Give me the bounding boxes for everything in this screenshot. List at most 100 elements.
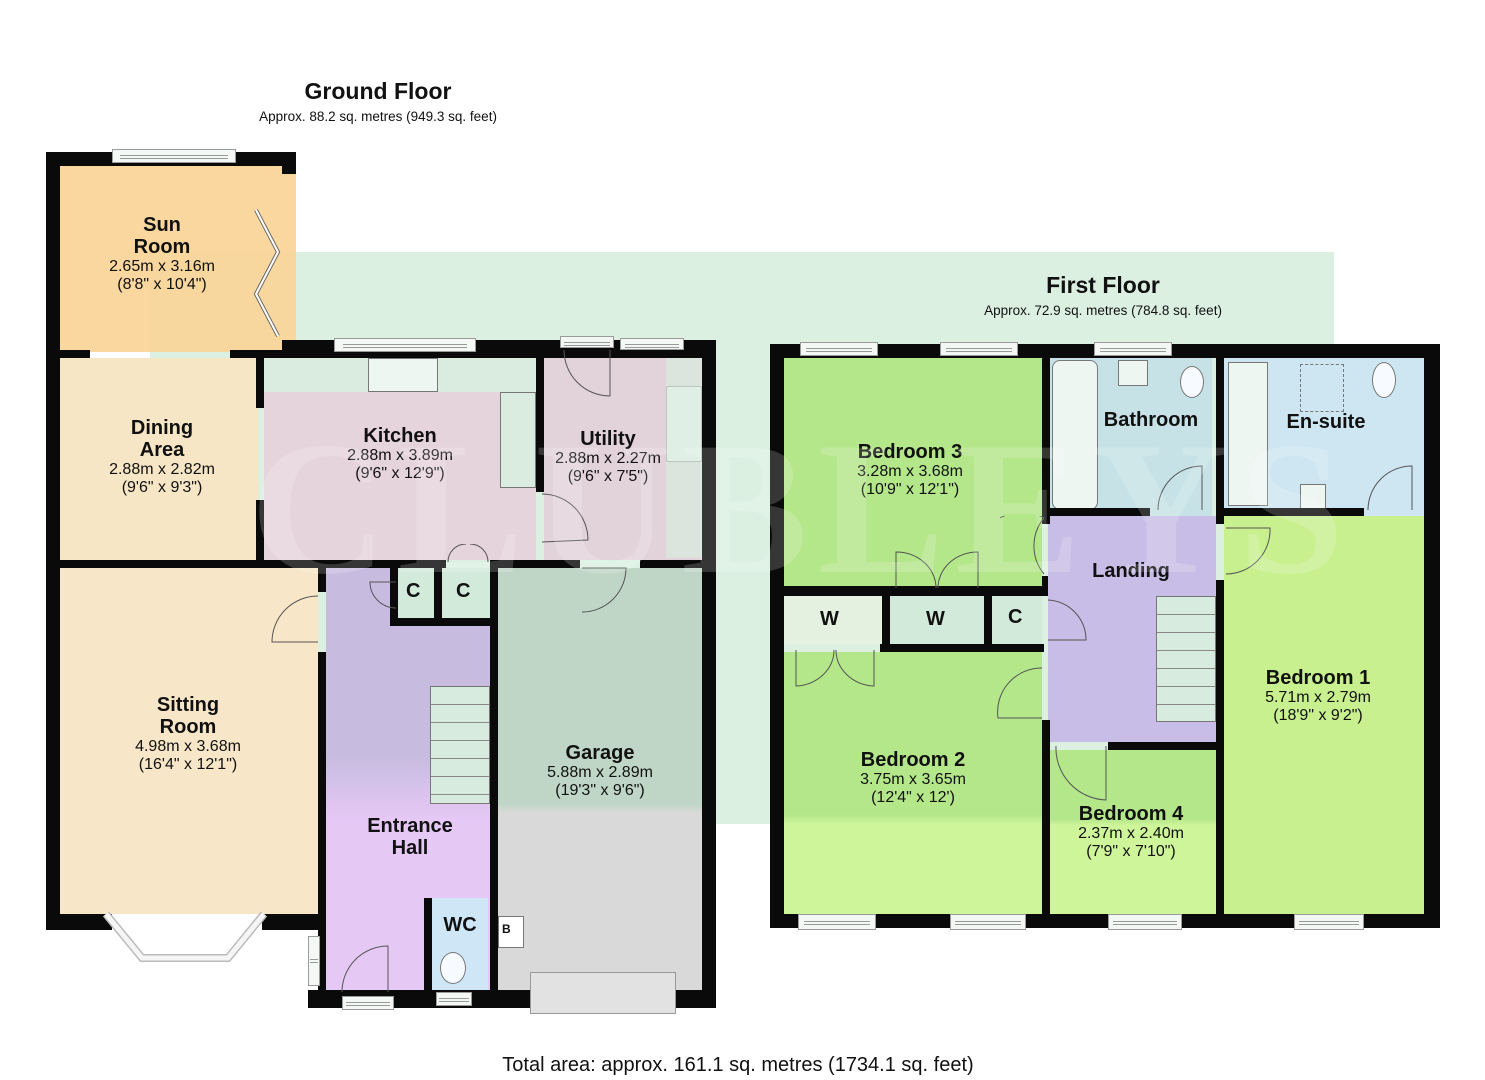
wardrobe-2[interactable] — [890, 596, 984, 644]
label-cupboard: C — [456, 580, 471, 602]
room-bedroom-4[interactable] — [1050, 750, 1216, 914]
window — [342, 996, 394, 1010]
cupboard-1[interactable] — [398, 568, 434, 618]
wall — [256, 500, 264, 560]
wall — [1216, 358, 1224, 524]
door-swing[interactable] — [540, 492, 590, 552]
door-swing[interactable] — [340, 944, 390, 994]
window — [436, 992, 472, 1006]
en-suite-basin — [1300, 484, 1326, 510]
total-area: Total area: approx. 161.1 sq. metres (17… — [502, 1054, 974, 1076]
door-swing[interactable] — [368, 572, 398, 612]
door-swing[interactable] — [998, 516, 1048, 576]
wall — [880, 644, 1044, 652]
label-wc: WC — [443, 914, 477, 936]
door-swing[interactable] — [1224, 516, 1274, 576]
wall — [536, 358, 544, 492]
wardrobe-1[interactable] — [784, 596, 882, 644]
label-bedroom-1: Bedroom 1 5.71m x 2.79m(18'9" x 9'2") — [1265, 667, 1371, 724]
wall — [770, 344, 784, 928]
label-wardrobe: W — [926, 608, 945, 630]
wall — [1042, 358, 1050, 524]
wall — [424, 898, 432, 992]
bathroom-toilet — [1180, 366, 1204, 398]
shower — [1228, 362, 1268, 506]
stairs — [430, 686, 490, 804]
window — [950, 914, 1026, 930]
label-bedroom-3: Bedroom 3 3.28m x 3.68m(10'9" x 12'1") — [857, 441, 963, 498]
room-bedroom-3[interactable] — [784, 358, 1042, 586]
first-floor-title: First Floor Approx. 72.9 sq. metres (784… — [984, 272, 1222, 318]
floor-name: First Floor — [1046, 272, 1160, 298]
wc-toilet — [440, 952, 466, 984]
boiler-label: B — [502, 922, 511, 936]
label-cupboard: C — [406, 580, 421, 602]
utility-worktop — [666, 358, 702, 558]
bifold-door[interactable] — [248, 206, 288, 342]
wall — [1224, 508, 1364, 516]
boiler — [498, 916, 524, 948]
wall — [434, 568, 442, 626]
wall — [640, 560, 702, 568]
wall — [1216, 580, 1224, 916]
wall — [1108, 742, 1224, 750]
floor-name: Ground Floor — [304, 78, 452, 104]
wall — [46, 914, 112, 930]
double-door[interactable] — [446, 544, 490, 564]
kitchen-worktop-side — [500, 392, 536, 488]
door-swing[interactable] — [1156, 462, 1212, 512]
room-bedroom-2[interactable] — [784, 652, 1042, 914]
garage-door[interactable] — [530, 972, 676, 1014]
floor-area: Approx. 72.9 sq. metres (784.8 sq. feet) — [984, 303, 1222, 318]
room-garage[interactable] — [498, 568, 702, 990]
cupboard-2[interactable] — [442, 568, 490, 618]
door-swing[interactable] — [580, 566, 630, 616]
wall — [262, 914, 326, 930]
wall — [1042, 720, 1050, 916]
window — [1094, 342, 1172, 356]
door-swing[interactable] — [562, 348, 612, 408]
bathtub — [1052, 360, 1098, 510]
double-door[interactable] — [794, 648, 876, 688]
window — [112, 149, 236, 163]
room-sun-room[interactable] — [60, 166, 296, 352]
door-swing[interactable] — [270, 594, 320, 654]
door-swing[interactable] — [996, 666, 1046, 726]
door-swing[interactable] — [1054, 744, 1108, 804]
label-garage: Garage 5.88m x 2.89m(19'3" x 9'6") — [547, 742, 653, 799]
label-landing: Landing — [1092, 560, 1170, 582]
window — [1108, 914, 1182, 930]
wall — [46, 560, 446, 568]
window — [308, 936, 320, 986]
window — [560, 336, 614, 348]
wall — [318, 568, 326, 592]
wall — [1042, 576, 1048, 596]
door-swing[interactable] — [1366, 462, 1422, 512]
label-bedroom-2: Bedroom 2 3.75m x 3.65m(12'4" x 12') — [860, 749, 966, 806]
wall — [490, 560, 580, 568]
shower-tray-outline — [1300, 364, 1344, 412]
label-bathroom: Bathroom — [1103, 409, 1199, 431]
wall — [256, 358, 264, 408]
window — [620, 338, 684, 350]
wall — [390, 568, 398, 626]
door-swing[interactable] — [1046, 598, 1090, 648]
room-bedroom-1[interactable] — [1224, 516, 1424, 914]
label-bedroom-4: Bedroom 4 2.37m x 2.40m(7'9" x 7'10") — [1078, 803, 1184, 860]
window — [798, 914, 876, 930]
cupboard-3[interactable] — [992, 596, 1042, 644]
double-door[interactable] — [894, 550, 980, 590]
wall — [490, 568, 498, 1008]
wall — [282, 152, 296, 174]
floor-area: Approx. 88.2 sq. metres (949.3 sq. feet) — [259, 109, 497, 124]
label-wardrobe: W — [820, 608, 839, 630]
wall — [770, 914, 1440, 928]
window — [334, 338, 476, 352]
wall — [784, 586, 1044, 596]
wall — [1424, 344, 1440, 928]
wall — [1050, 508, 1150, 516]
room-dining-area[interactable] — [60, 358, 258, 560]
